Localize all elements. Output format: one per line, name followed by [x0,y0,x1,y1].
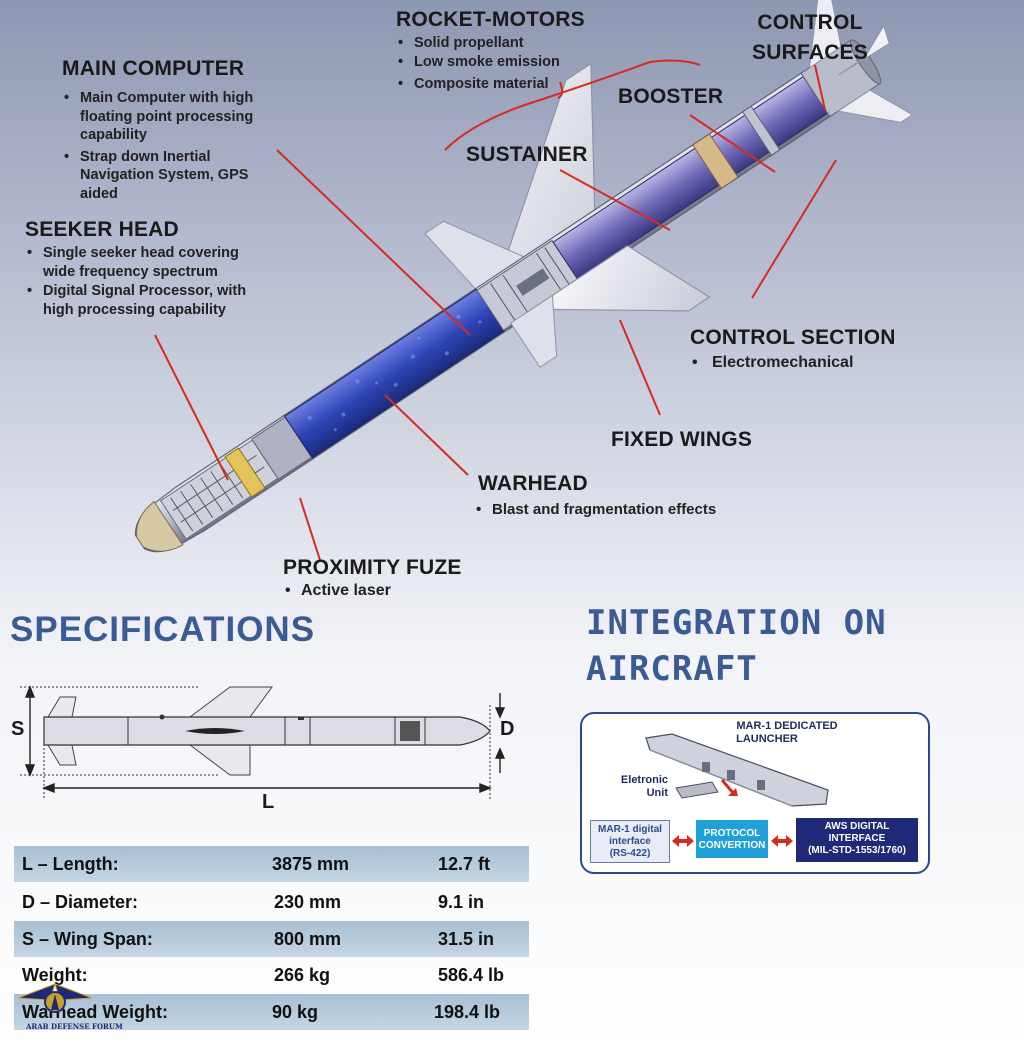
warhead-bullets: Blast and fragmentation effects [474,501,774,520]
interface-box-aws: AWS DIGITAL INTERFACE (MIL-STD-1553/1760… [796,818,918,862]
box2-line2: CONVERTION [698,840,766,851]
watermark-text: ARAB DEFENSE FORUM [26,1022,123,1031]
spec-imperial: 12.7 ft [438,854,491,874]
launcher-label-line2: LAUNCHER [736,733,798,745]
box2-line1: PROTOCOL [703,828,761,839]
box1-line2: interface [609,836,651,847]
spec-metric: 230 mm [274,892,342,912]
spec-metric: 800 mm [274,929,342,949]
bullet-item: Blast and fragmentation effects [474,501,774,520]
bullet-item: Digital Signal Processor, with high proc… [25,282,265,319]
spec-row-diameter: D – Diameter: 230 mm 9.1 in [14,884,529,920]
box3-line1: AWS DIGITAL [824,821,890,832]
control-surfaces-title: CONTROL SURFACES [748,8,872,68]
spec-row-weight: Weight: 266 kg 586.4 lb [14,957,529,993]
double-arrow-icon [771,835,793,847]
launcher-label-line1: MAR-1 DEDICATED [736,720,838,732]
box3-line2: INTERFACE [828,833,886,844]
watermark-logo: ARAB DEFENSE FORUM [8,980,128,1048]
launcher-label: MAR-1 DEDICATED LAUNCHER [712,720,862,746]
electronic-unit-line2: Unit [646,787,668,799]
fixed-wings-title: FIXED WINGS [611,428,753,451]
bullet-item: Main Computer with high floating point p… [62,89,277,145]
bullet-item: Electromechanical [690,354,910,373]
rocket-motors-bullets: Solid propellant Low smoke emission Comp… [396,34,596,94]
missile-cutaway-illustration [134,0,914,561]
dimension-label-l: L [262,791,275,813]
integration-title-line2: AIRCRAFT [586,649,758,689]
spec-metric: 90 kg [272,1002,319,1022]
spec-row-length: L – Length: 3875 mm 12.7 ft [14,846,529,882]
double-arrow-icon [672,835,694,847]
spec-imperial: 9.1 in [438,892,485,912]
proximity-fuze-bullets: Active laser [283,582,483,601]
launcher-diagram [645,733,829,807]
electronic-unit-line1: Eletronic [620,774,668,786]
proximity-fuze-title: PROXIMITY FUZE [283,556,462,579]
box1-line3: (RS-422) [609,848,651,859]
control-section-bullets: Electromechanical [690,354,910,373]
spec-imperial: 586.4 lb [438,965,505,985]
integration-title: INTEGRATION ON AIRCRAFT [586,600,887,692]
spec-imperial: 31.5 in [438,929,495,949]
spec-imperial: 198.4 lb [434,1002,501,1022]
spec-label: L – Length: [22,854,119,874]
spec-label: D – Diameter: [22,892,139,912]
integration-panel: MAR-1 DEDICATED LAUNCHER Eletronic Unit … [580,712,930,874]
seeker-head-title: SEEKER HEAD [25,218,179,241]
bullet-item: Active laser [283,582,483,601]
rocket-motors-title: ROCKET-MOTORS [396,8,585,31]
spec-row-wing-span: S – Wing Span: 800 mm 31.5 in [14,921,529,957]
interface-box-mar1: MAR-1 digital interface (RS-422) [590,820,670,863]
integration-title-line1: INTEGRATION ON [586,603,887,643]
bullet-item: Solid propellant [396,34,596,53]
bullet-item: Composite material [396,75,596,94]
forum-emblem-icon [17,983,93,1013]
dimension-label-s: S [11,718,25,740]
control-surfaces-line2: SURFACES [752,41,868,64]
spec-label: Weight: [22,965,88,985]
main-computer-title: MAIN COMPUTER [62,57,245,80]
dimension-label-d: D [500,718,515,740]
spec-metric: 266 kg [274,965,331,985]
sustainer-title: SUSTAINER [466,143,588,166]
bullet-item: Single seeker head covering wide frequen… [25,244,265,281]
spec-row-warhead-weight: Warhead Weight: 90 kg 198.4 lb [14,994,529,1030]
interface-box-protocol: PROTOCOL CONVERTION [696,820,768,858]
spec-label: S – Wing Span: [22,929,153,949]
main-computer-bullets: Main Computer with high floating point p… [62,89,277,203]
specifications-title: SPECIFICATIONS [10,610,316,649]
missile-dimension-drawing [20,685,506,800]
box3-line3: (MIL-STD-1553/1760) [808,845,906,856]
bullet-item: Low smoke emission [396,53,596,72]
spec-metric: 3875 mm [272,854,350,874]
seeker-head-bullets: Single seeker head covering wide frequen… [25,244,265,319]
warhead-title: WARHEAD [478,472,588,495]
control-section-title: CONTROL SECTION [690,326,896,349]
control-surfaces-line1: CONTROL [757,11,863,34]
electronic-unit-label: Eletronic Unit [610,774,668,800]
bullet-item: Strap down Inertial Navigation System, G… [62,148,277,204]
booster-title: BOOSTER [618,85,724,108]
box1-line1: MAR-1 digital [598,824,662,835]
